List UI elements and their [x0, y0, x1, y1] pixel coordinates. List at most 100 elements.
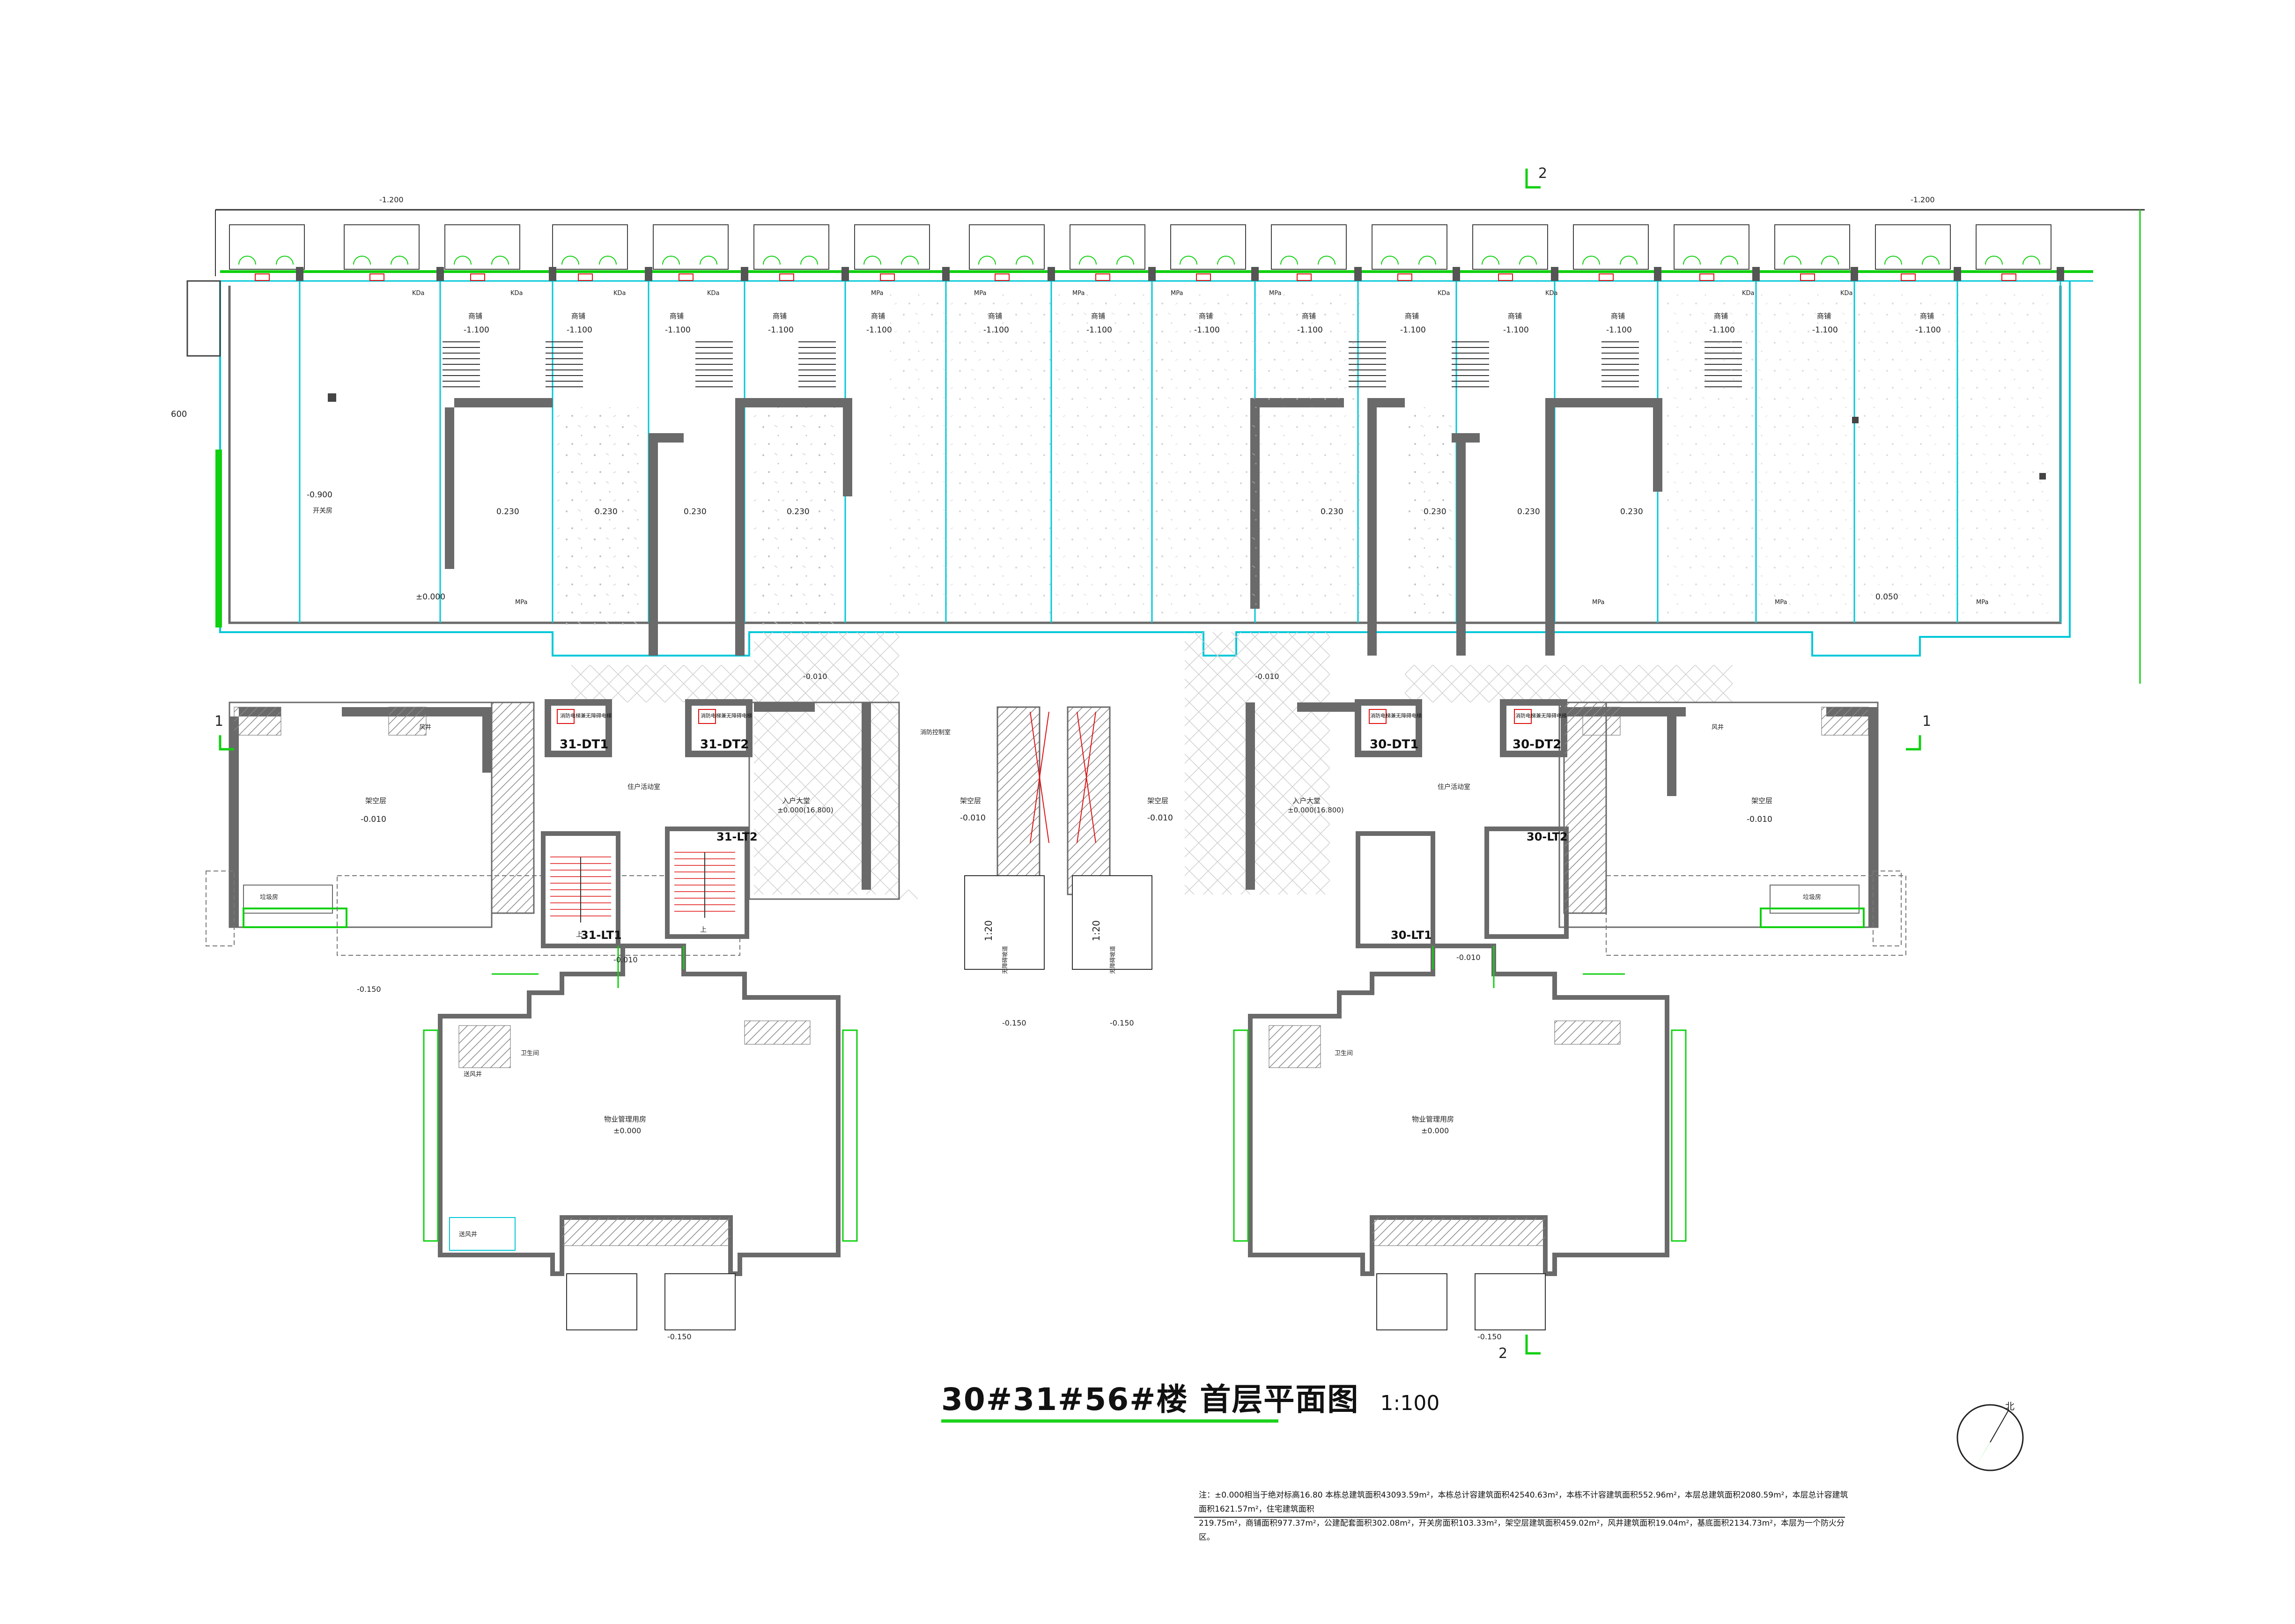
shop-name: 商铺 [1817, 312, 1831, 320]
level-m1200-left: -1.200 [379, 195, 404, 204]
lift-note-3: 消防电梯兼无障碍电梯 [1370, 712, 1422, 719]
door-mark [1297, 273, 1312, 281]
canopy-box [229, 224, 305, 270]
level-m0150-e: -0.150 [1110, 1019, 1134, 1027]
residence-level: 0.230 [1620, 507, 1643, 517]
room-labels: 架空层 -0.010 架空层 -0.010 架空层 -0.010 架空层 -0.… [260, 672, 1821, 1341]
tag-mpa: MPa [1072, 290, 1085, 297]
column [1851, 267, 1858, 281]
shop-name: 商铺 [871, 312, 885, 320]
room-canopy-left: 架空层 [365, 797, 386, 805]
level-lobby-left: ±0.000(16.800) [777, 806, 834, 814]
canopy-box [1674, 224, 1749, 270]
canopy-box [753, 224, 829, 270]
canopy-box [1573, 224, 1649, 270]
door-swing [1381, 256, 1436, 265]
level-p0000-substation: ±0.000 [416, 592, 445, 602]
canopy-box [552, 224, 628, 270]
shop-name: 商铺 [1920, 312, 1934, 320]
section-2-top: 2 [1538, 165, 1547, 182]
lift-note-1: 消防电梯兼无障碍电梯 [560, 712, 612, 719]
level-property-right: ±0.000 [1421, 1126, 1449, 1135]
room-property-right: 物业管理用房 [1412, 1115, 1454, 1123]
door-mark [255, 273, 270, 281]
core-block: 上上上上 [206, 632, 1906, 970]
door-swing [1985, 256, 2040, 265]
lift-note-2: 消防电梯兼无障碍电梯 [701, 712, 752, 719]
stair-31-lt2: 31-LT2 [716, 830, 758, 843]
ramp-slope-right: 1:20 [1091, 920, 1102, 941]
door-swing [662, 256, 717, 265]
door-swing [1884, 256, 1940, 265]
canopy-box [653, 224, 729, 270]
level-m0150-c: -0.150 [1477, 1332, 1502, 1341]
shop-level: -1.100 [1086, 325, 1112, 335]
residence-level: 0.230 [595, 507, 618, 517]
column [1048, 267, 1055, 281]
tag-kda: KDa [1840, 290, 1853, 297]
tag-kda: KDa [1742, 290, 1755, 297]
tag-kda: KDa [1545, 290, 1558, 297]
tag-kda: KDa [1438, 290, 1450, 297]
section-1-right: 1 [1922, 713, 1931, 730]
column [1453, 267, 1460, 281]
tag-kda: KDa [613, 290, 626, 297]
shop-block [186, 209, 2145, 684]
section-marks: 1 1 2 2 [214, 165, 1931, 1362]
column [1752, 267, 1760, 281]
tag-kda: KDa [707, 290, 720, 297]
room-canopy-center-right: 架空层 [1147, 797, 1168, 805]
shop-name: 商铺 [773, 312, 787, 320]
residence-level: 0.230 [787, 507, 810, 517]
shop-level: -1.100 [866, 325, 892, 335]
door-swing [1582, 256, 1638, 265]
level-m0150-a: -0.150 [357, 985, 381, 994]
column [1251, 267, 1259, 281]
column [942, 267, 950, 281]
level-corridor-left: -0.010 [803, 672, 827, 681]
notes-line-1: 注：±0.000相当于绝对标高16.80 本栋总建筑面积43093.59m²，本… [1199, 1491, 1848, 1514]
door-mark [1699, 273, 1714, 281]
stair-30-lt1: 30-LT1 [1391, 929, 1432, 942]
room-substation: 开关房 [313, 507, 332, 515]
shop-labels: 商铺 -1.100 商铺 -1.100 商铺 -1.100 商铺 -1.100 商铺 -1.100… [464, 312, 1941, 335]
door-mark [369, 273, 384, 281]
shop-level: -1.100 [983, 325, 1009, 335]
door-swing [1482, 256, 1537, 265]
canopy-box [1271, 224, 1347, 270]
shop-level: -1.100 [1503, 325, 1529, 335]
door-swing [1784, 256, 1839, 265]
shop-level: -1.100 [1194, 325, 1220, 335]
level-canopy-right: -0.010 [1747, 815, 1772, 824]
shop-name: 商铺 [1302, 312, 1316, 320]
title-underline [941, 1419, 1278, 1423]
column [2057, 267, 2064, 281]
shop-name: 商铺 [1714, 312, 1728, 320]
room-property-left: 物业管理用房 [604, 1115, 646, 1123]
room-canopy-center-left: 架空层 [960, 797, 981, 805]
shop-name: 商铺 [670, 312, 684, 320]
lift-31-dt2: 31-DT2 [700, 738, 749, 752]
room-wind-left: 送风井 [464, 1071, 482, 1078]
room-air-shaft-right: 风井 [1712, 724, 1724, 731]
door-mark [1498, 273, 1513, 281]
lift-30-dt2: 30-DT2 [1513, 738, 1561, 752]
upper-level-labels: -1.200 -1.200 -0.900 开关房 ±0.000 0.050 60… [171, 195, 1935, 602]
north-label: 北 [2005, 1401, 2015, 1412]
lift-30-dt1: 30-DT1 [1370, 738, 1418, 752]
canopy-row [229, 224, 2051, 281]
canopy-box [1170, 224, 1246, 270]
room-fire-control: 消防控制室 [920, 729, 951, 736]
level-lt1-left: -0.010 [613, 955, 638, 964]
door-mark [470, 273, 485, 281]
shop-name: 商铺 [1405, 312, 1419, 320]
canopy-box [444, 224, 520, 270]
area-notes: 注：±0.000相当于绝对标高16.80 本栋总建筑面积43093.59m²，本… [1199, 1488, 1854, 1544]
tag-mpa-bottom: MPa [1775, 599, 1787, 606]
shop-level: -1.100 [1297, 325, 1323, 335]
shop-level: -1.100 [464, 325, 489, 335]
property-office-left [423, 944, 858, 1330]
door-mark [880, 273, 895, 281]
